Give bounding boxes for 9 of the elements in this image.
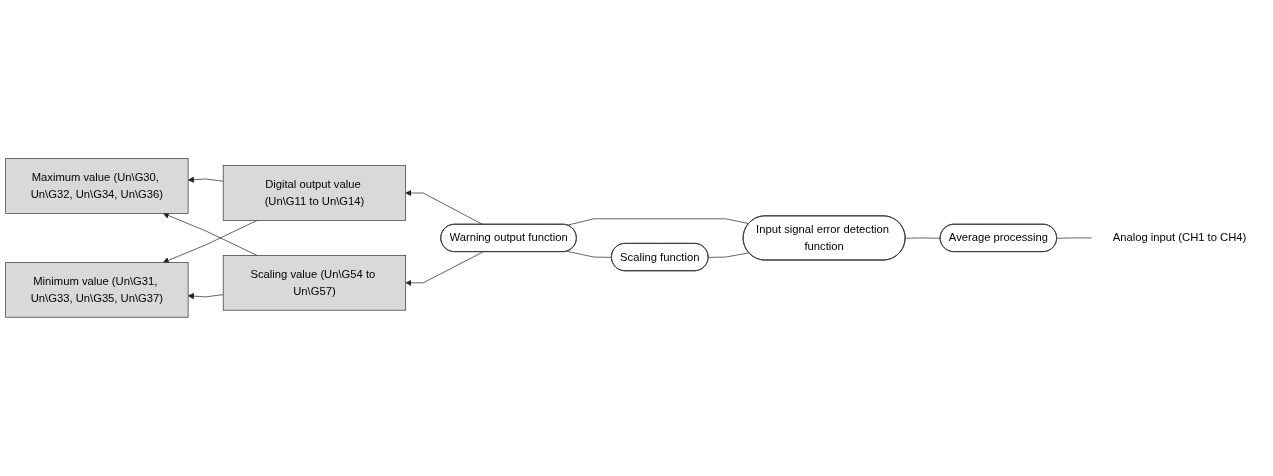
node-box: Maximum value (Un\G30, Un\G32, Un\G34, Un\G36): [5, 158, 189, 214]
connector: [1056, 237, 1092, 239]
node-box: Digital output value (Un\G11 to Un\G14): [222, 165, 407, 221]
connector: [566, 251, 613, 258]
connector: [905, 237, 941, 239]
node-box: Scaling value (Un\G54 to Un\G57): [222, 255, 407, 311]
connector: [708, 252, 750, 258]
node-text: Analog input (CH1 to CH4): [1112, 231, 1247, 244]
node-box: Minimum value (Un\G31, Un\G33, Un\G35, Un\G37): [5, 262, 189, 318]
